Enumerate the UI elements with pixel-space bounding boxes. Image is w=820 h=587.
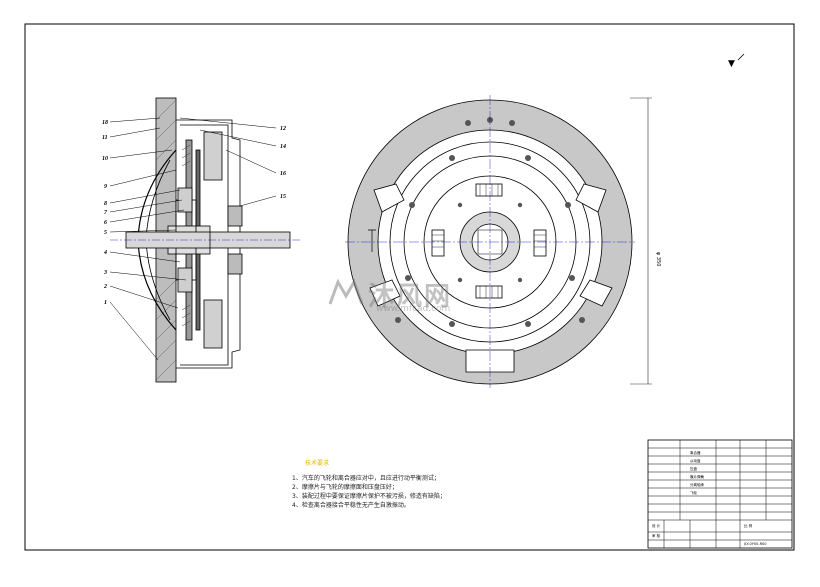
callout-8: 8 [104, 201, 107, 207]
callout-10: 10 [102, 156, 108, 162]
right-callout-leaders [179, 117, 277, 207]
tb-label-2: 压盘 [690, 466, 698, 471]
callout-18: 18 [102, 120, 108, 126]
notes-title: 技术要求 [305, 460, 330, 467]
dimension-label: φ 350 [655, 252, 661, 266]
callout-14: 14 [280, 144, 286, 150]
watermark: 沐风网 www.mfcad.com [328, 276, 453, 314]
callout-1: 1 [104, 300, 107, 306]
callout-12: 12 [280, 126, 286, 132]
tb-label-1: 从动盘 [690, 458, 701, 463]
tb-label-7: 审 核 [652, 533, 661, 538]
watermark-logo-icon [328, 278, 364, 305]
title-block [647, 439, 793, 549]
watermark-sub: www.mfcad.com [376, 304, 451, 314]
callout-6: 6 [104, 220, 107, 226]
tb-label-3: 膜片弹簧 [690, 474, 704, 479]
tb-drawing-number: JLY-0Y00-R00 [743, 542, 766, 546]
tb-label-6: 设 计 [652, 523, 661, 528]
tb-label-5: 飞轮 [690, 490, 698, 495]
note-item: 3、装配过程中要保证摩擦片保护不被污损，修造有缺陷； [292, 493, 446, 500]
left-callout-leaders [109, 117, 187, 361]
note-item: 1、汽车的飞轮和离合器应对中，且应进行动平衡测试； [292, 475, 440, 482]
callout-16: 16 [280, 171, 286, 177]
callout-15: 15 [280, 194, 286, 200]
roughness-mark: ▼ [728, 59, 735, 69]
note-item: 2、摩擦片与飞轮的摩擦面和压盘压好； [292, 484, 398, 491]
section-view [110, 97, 300, 383]
tb-label-4: 分离轴承 [690, 482, 704, 487]
callout-7: 7 [104, 210, 108, 216]
watermark-main: 沐风网 [368, 282, 453, 312]
left-callouts: 18 11 10 9 8 7 6 5 4 3 2 1 [102, 120, 108, 306]
front-view [345, 95, 652, 388]
callout-5: 5 [104, 230, 107, 236]
callout-2: 2 [103, 284, 107, 290]
right-callouts: 12 14 16 15 [280, 126, 286, 200]
callout-4: 4 [103, 250, 107, 256]
tb-label-0: 离合器 [690, 450, 701, 455]
callout-9: 9 [104, 184, 107, 190]
note-item: 4、检查离合器接合平稳性无产生自激振动。 [292, 502, 410, 509]
title-block-text: 离合器 从动盘 压盘 膜片弹簧 分离轴承 飞轮 设 计 审 核 比 例 JLY-… [652, 450, 766, 546]
callout-3: 3 [103, 270, 107, 276]
tb-label-8: 比 例 [744, 523, 753, 528]
drawing-border [24, 23, 795, 551]
callout-11: 11 [102, 135, 108, 141]
notes-list: 1、汽车的飞轮和离合器应对中，且应进行动平衡测试； 2、摩擦片与飞轮的摩擦面和压… [292, 474, 446, 510]
